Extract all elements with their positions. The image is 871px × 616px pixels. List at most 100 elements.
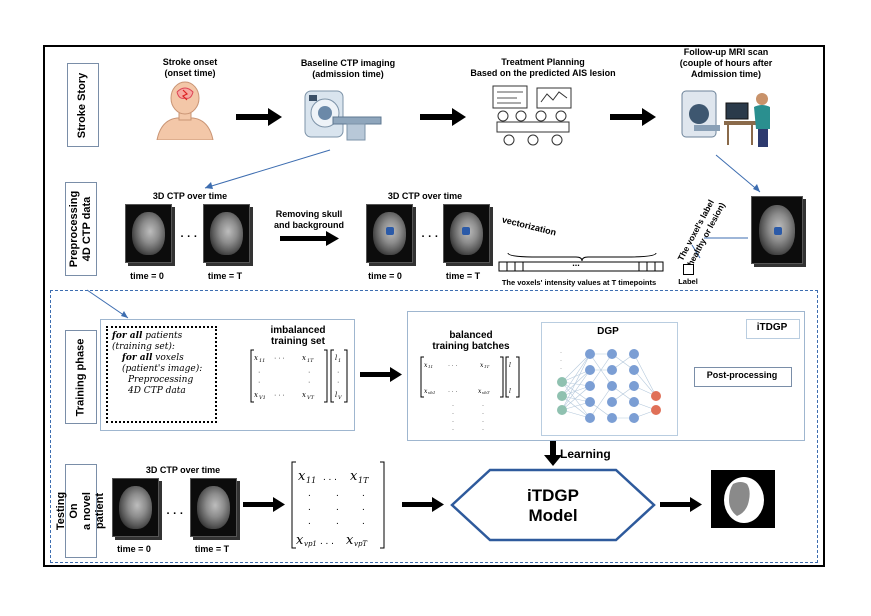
ctp-volume-time-T	[203, 204, 250, 263]
test-volume-time-T	[190, 478, 237, 537]
svg-text:· · ·: · · ·	[448, 389, 457, 395]
m-xV1: x	[254, 391, 258, 399]
svg-text:·: ·	[560, 366, 562, 372]
learning-label: Learning	[560, 447, 611, 461]
voxel-marker-0	[386, 227, 394, 235]
svg-text:vpT: vpT	[354, 540, 368, 548]
treatment-planning-caption: Treatment Planning Based on the predicte…	[470, 57, 616, 78]
svg-text:·: ·	[482, 427, 484, 433]
intensity-values-caption: The voxels' intensity values at T timepo…	[501, 278, 657, 287]
time-zero-label-b: time = 0	[368, 271, 402, 281]
time-T-label: time = T	[207, 271, 243, 281]
svg-text:1T: 1T	[358, 476, 369, 485]
svg-text:1T: 1T	[307, 358, 314, 364]
svg-text:. . .: . . .	[323, 472, 337, 483]
svg-text:.: .	[308, 502, 311, 513]
training-testing-region	[50, 290, 818, 563]
svg-text:x: x	[480, 362, 484, 369]
svg-text:11: 11	[259, 358, 265, 364]
training-phase-label: Training phase	[65, 330, 97, 424]
svg-text:· · ·: · · ·	[274, 355, 285, 362]
svg-text:x: x	[298, 469, 306, 484]
m-x11: x	[254, 354, 258, 362]
svg-text:·: ·	[258, 369, 260, 376]
svg-text:·: ·	[452, 411, 454, 417]
svg-text:·: ·	[482, 403, 484, 409]
stroke-onset-caption: Stroke onset (onset time)	[162, 57, 218, 78]
svg-text:11: 11	[306, 476, 316, 485]
svg-text:vbT: vbT	[482, 390, 490, 395]
svg-text:x: x	[424, 362, 428, 369]
svg-text:.: .	[336, 516, 339, 527]
svg-text:l: l	[509, 362, 511, 369]
svg-text:·: ·	[452, 403, 454, 409]
svg-text:x: x	[350, 469, 358, 484]
baseline-ctp-caption: Baseline CTP imaging (admission time)	[300, 58, 396, 79]
time-zero-label: time = 0	[130, 271, 164, 281]
label-box	[683, 264, 694, 275]
svg-text:.: .	[336, 502, 339, 513]
svg-text:11: 11	[428, 364, 433, 369]
svg-text:·: ·	[560, 358, 562, 364]
mri-scan-illustration	[681, 90, 770, 147]
svg-text:x: x	[296, 533, 304, 548]
svg-text:. . .: . . .	[320, 536, 334, 547]
stroke-patient-illustration	[156, 81, 214, 140]
svg-text:1: 1	[338, 358, 341, 364]
svg-text:· · ·: · · ·	[448, 363, 457, 369]
itdgp-model-hexagon	[450, 468, 656, 542]
svg-text:1T: 1T	[484, 364, 490, 369]
svg-text:.: .	[336, 488, 339, 499]
figure-frame	[43, 45, 825, 567]
ellipsis-mid: · · ·	[421, 231, 439, 243]
svg-text:.: .	[362, 488, 365, 499]
svg-text:·: ·	[337, 369, 339, 376]
ct-scanner-illustration	[304, 90, 382, 141]
svg-text:vb1: vb1	[428, 390, 435, 395]
itdgp-tag-text: iTDGP	[756, 322, 788, 333]
svg-text:·: ·	[258, 379, 260, 386]
dgp-network-diagram: · · ·	[557, 349, 661, 423]
m-l1: l	[335, 354, 337, 362]
voxel-intensity-vector	[498, 252, 664, 272]
svg-text:x: x	[346, 533, 354, 548]
svg-text:·: ·	[482, 419, 484, 425]
svg-text:·: ·	[560, 350, 562, 356]
svg-text:·: ·	[452, 427, 454, 433]
itdgp-tag	[746, 319, 800, 339]
svg-text:.: .	[308, 516, 311, 527]
svg-text:x: x	[424, 388, 428, 395]
svg-text:·: ·	[308, 379, 310, 386]
dgp-title: DGP	[597, 326, 619, 337]
ctp-volume-time-0	[125, 204, 172, 263]
postprocessing-box	[694, 367, 792, 387]
svg-text:V: V	[338, 395, 343, 401]
balanced-batches-title: balanced training batches	[432, 330, 510, 352]
ctp-over-time-title-mid: 3D CTP over time	[387, 191, 463, 201]
voxel-marker-mri	[774, 227, 782, 235]
removing-skull-caption: Removing skull and background	[273, 209, 344, 230]
svg-text:· · ·: · · ·	[274, 392, 285, 399]
svg-text:·: ·	[308, 369, 310, 376]
predicted-lesion-mask	[711, 470, 775, 528]
followup-mri-caption: Follow-up MRI scan (couple of hours afte…	[679, 47, 773, 79]
m-lV: l	[335, 391, 337, 399]
ctp-over-time-title-left: 3D CTP over time	[152, 191, 228, 201]
svg-text:x: x	[478, 388, 482, 395]
test-ellipsis: · · ·	[166, 508, 184, 520]
stroke-story-label: Stroke Story	[67, 63, 99, 147]
ellipsis-left: · · ·	[180, 231, 198, 243]
svg-text:·: ·	[452, 419, 454, 425]
imbalanced-set-title: imbalanced training set	[270, 325, 326, 347]
svg-text:vp1: vp1	[304, 540, 317, 548]
testing-label: Testing On a novel patient	[55, 464, 106, 558]
svg-text:·: ·	[337, 379, 339, 386]
followup-mri-volume	[751, 196, 803, 264]
svg-text:.: .	[308, 488, 311, 499]
svg-text:l: l	[509, 388, 511, 395]
m-x1T: x	[302, 354, 306, 362]
svg-text:VT: VT	[307, 395, 315, 401]
postprocessing-text: Post-processing	[706, 370, 778, 380]
